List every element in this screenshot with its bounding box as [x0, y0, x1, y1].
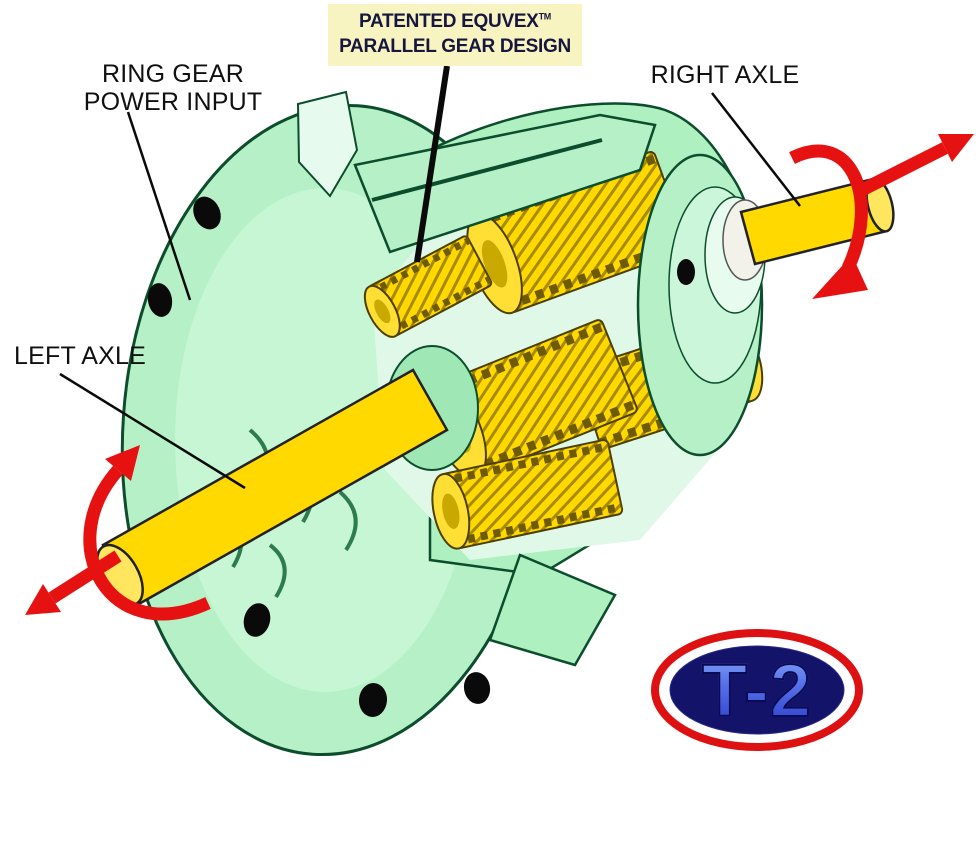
flange-bolt-holes	[147, 196, 491, 717]
right-axle-leader	[711, 92, 801, 207]
housing-end-cap	[636, 153, 768, 457]
t2-badge	[651, 629, 863, 751]
left-axle-leader	[59, 372, 246, 490]
leader-lines	[59, 65, 801, 490]
flange-cut-notch	[296, 90, 359, 198]
gear-bottom	[431, 439, 624, 550]
arrowhead-left	[25, 584, 61, 615]
housing-foot	[488, 553, 617, 667]
patented-design-box: PATENTED EQUVEXTM PARALLEL GEAR DESIGN	[328, 4, 582, 67]
housing-slot	[371, 138, 603, 202]
right-axle-direction-arrow	[859, 142, 948, 196]
rotation-arrow-right	[789, 134, 974, 299]
left-axle-direction-arrow	[48, 550, 122, 604]
t2-badge-text: T-2	[657, 640, 857, 740]
housing-top-band	[353, 113, 657, 254]
end-cap-bolt-hole	[677, 259, 695, 285]
ring-gear-line1: RING GEAR	[101, 60, 245, 88]
housing-front	[353, 113, 768, 667]
trademark-mark: TM	[538, 11, 552, 22]
left-axle-label: LEFT AXLE	[14, 342, 146, 370]
patented-line2: PARALLEL GEAR DESIGN	[339, 35, 571, 57]
ring-gear-label: RING GEAR POWER INPUT	[58, 60, 288, 116]
ring-gear-line2: POWER INPUT	[83, 88, 263, 116]
rotation-arrow-left	[25, 445, 211, 621]
curved-arrowhead-left	[105, 445, 140, 481]
right-axle-label: RIGHT AXLE	[650, 61, 800, 89]
arrowhead-right	[938, 134, 974, 162]
patented-line1: PATENTED EQUVEX	[359, 11, 539, 32]
left-axle-shaft	[96, 345, 479, 607]
ring-gear-leader	[126, 111, 192, 301]
curved-arrowhead-right	[812, 255, 868, 299]
patented-leader	[414, 65, 450, 263]
